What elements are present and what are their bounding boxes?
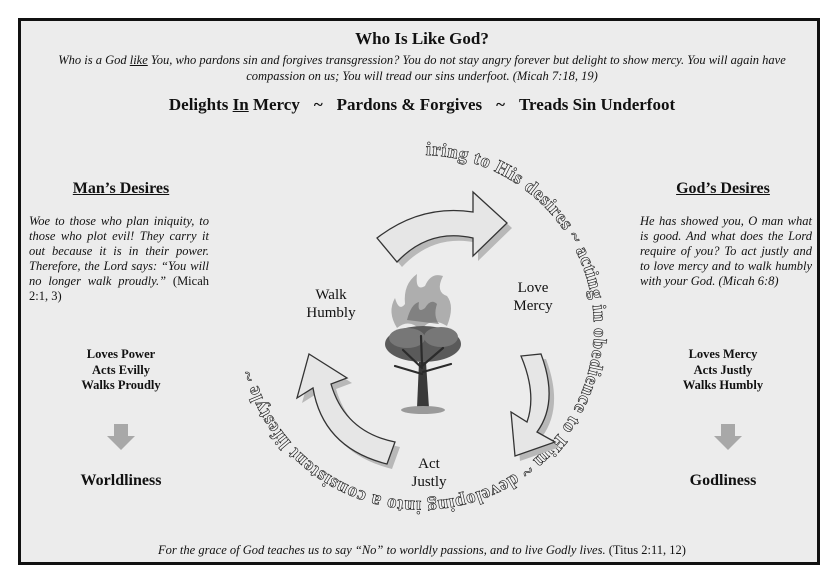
godliness-outcome: Godliness (689, 472, 757, 489)
mans-trait: Loves Power (86, 347, 156, 361)
burning-tree-icon (385, 274, 461, 414)
step-act-line-2: Justly (411, 474, 447, 490)
attribute-separator: ~ (496, 95, 505, 114)
mans-desires-quote: Woe to those who plan iniquity, to those… (29, 214, 209, 288)
down-arrow-icon (714, 424, 742, 450)
gods-trait: Walks Humbly (682, 378, 764, 392)
branches-shape (393, 334, 453, 376)
verse-part-2: You, who pardons sin and forgives transg… (147, 53, 786, 83)
gods-desires-quote: He has showed you, O man what is good. A… (640, 214, 812, 288)
ground-shape (401, 406, 445, 414)
page-title: Who Is Like God? (355, 29, 489, 48)
gods-trait: Acts Justly (693, 362, 753, 377)
worldliness-outcome: Worldliness (80, 472, 162, 489)
cycle-diagram: Godliness ~ aspiring to His desires ~ ac… (211, 116, 610, 517)
attribute-1: Delights In Mercy (169, 95, 300, 114)
mans-trait: Acts Evilly (92, 362, 150, 377)
mans-desires-title: Man’s Desires (72, 180, 170, 197)
canopy-left-shape (389, 328, 425, 348)
gods-trait: Loves Mercy (688, 347, 758, 361)
attribute-1-start: Delights (168, 95, 233, 114)
footer-text: For the grace of God teaches us to say “… (158, 543, 606, 557)
cycle-arrow-left (295, 352, 400, 469)
attribute-3: Treads Sin Underfoot (518, 95, 676, 114)
step-love-line-1: Love (518, 280, 549, 296)
attributes-line: Delights In Mercy ~ Pardons & Forgives ~ Tre… (21, 95, 823, 115)
cycle-arrow-right-shape (510, 353, 557, 457)
step-walk-line-2: Humbly (306, 305, 356, 321)
gods-desires-title: God’s Desires (676, 180, 770, 197)
down-arrow-shape (714, 424, 742, 450)
attribute-1-end: Mercy (248, 95, 300, 114)
poster-frame: Who Is Like God? Who is a God like You, … (18, 18, 820, 565)
canopy-right-shape (424, 327, 458, 347)
cycle-arrow-top-shape (376, 190, 508, 263)
header-verse: Who is a God like You, who pardons sin a… (33, 52, 811, 84)
down-arrow-shape (107, 424, 135, 450)
footer-verse: For the grace of God teaches us to say “… (21, 543, 823, 558)
trunk-shape (417, 362, 429, 408)
step-act-line-1: Act (418, 456, 440, 472)
step-love-line-2: Mercy (513, 298, 553, 314)
flames-shape (391, 274, 451, 330)
gods-traits: Loves Mercy Acts Justly Walks Humbly (633, 347, 813, 394)
gods-desires-text: He has showed you, O man what is good. A… (640, 214, 812, 289)
attribute-1-emphasis: In (232, 95, 249, 114)
mans-trait: Walks Proudly (81, 378, 161, 392)
mans-desires-text: Woe to those who plan iniquity, to those… (29, 214, 209, 304)
cycle-arrow-top (376, 190, 512, 267)
mans-traits: Loves Power Acts Evilly Walks Proudly (31, 347, 211, 394)
cycle-arrow-left-shape (295, 352, 396, 465)
step-walk-line-1: Walk (315, 287, 347, 303)
footer-reference: (Titus 2:11, 12) (608, 543, 686, 557)
flames-inner-shape (407, 301, 439, 324)
verse-part-1: Who is a God (58, 53, 130, 67)
attribute-2: Pardons & Forgives (336, 95, 483, 114)
cycle-arrow-right (510, 353, 560, 461)
mans-desires-reference: (Micah 2:1, 3) (29, 274, 210, 303)
attribute-separator: ~ (313, 95, 323, 114)
gods-desires-reference: (Micah 6:8) (718, 274, 779, 288)
down-arrow-icon (107, 424, 135, 450)
verse-emphasis: like (129, 53, 148, 67)
